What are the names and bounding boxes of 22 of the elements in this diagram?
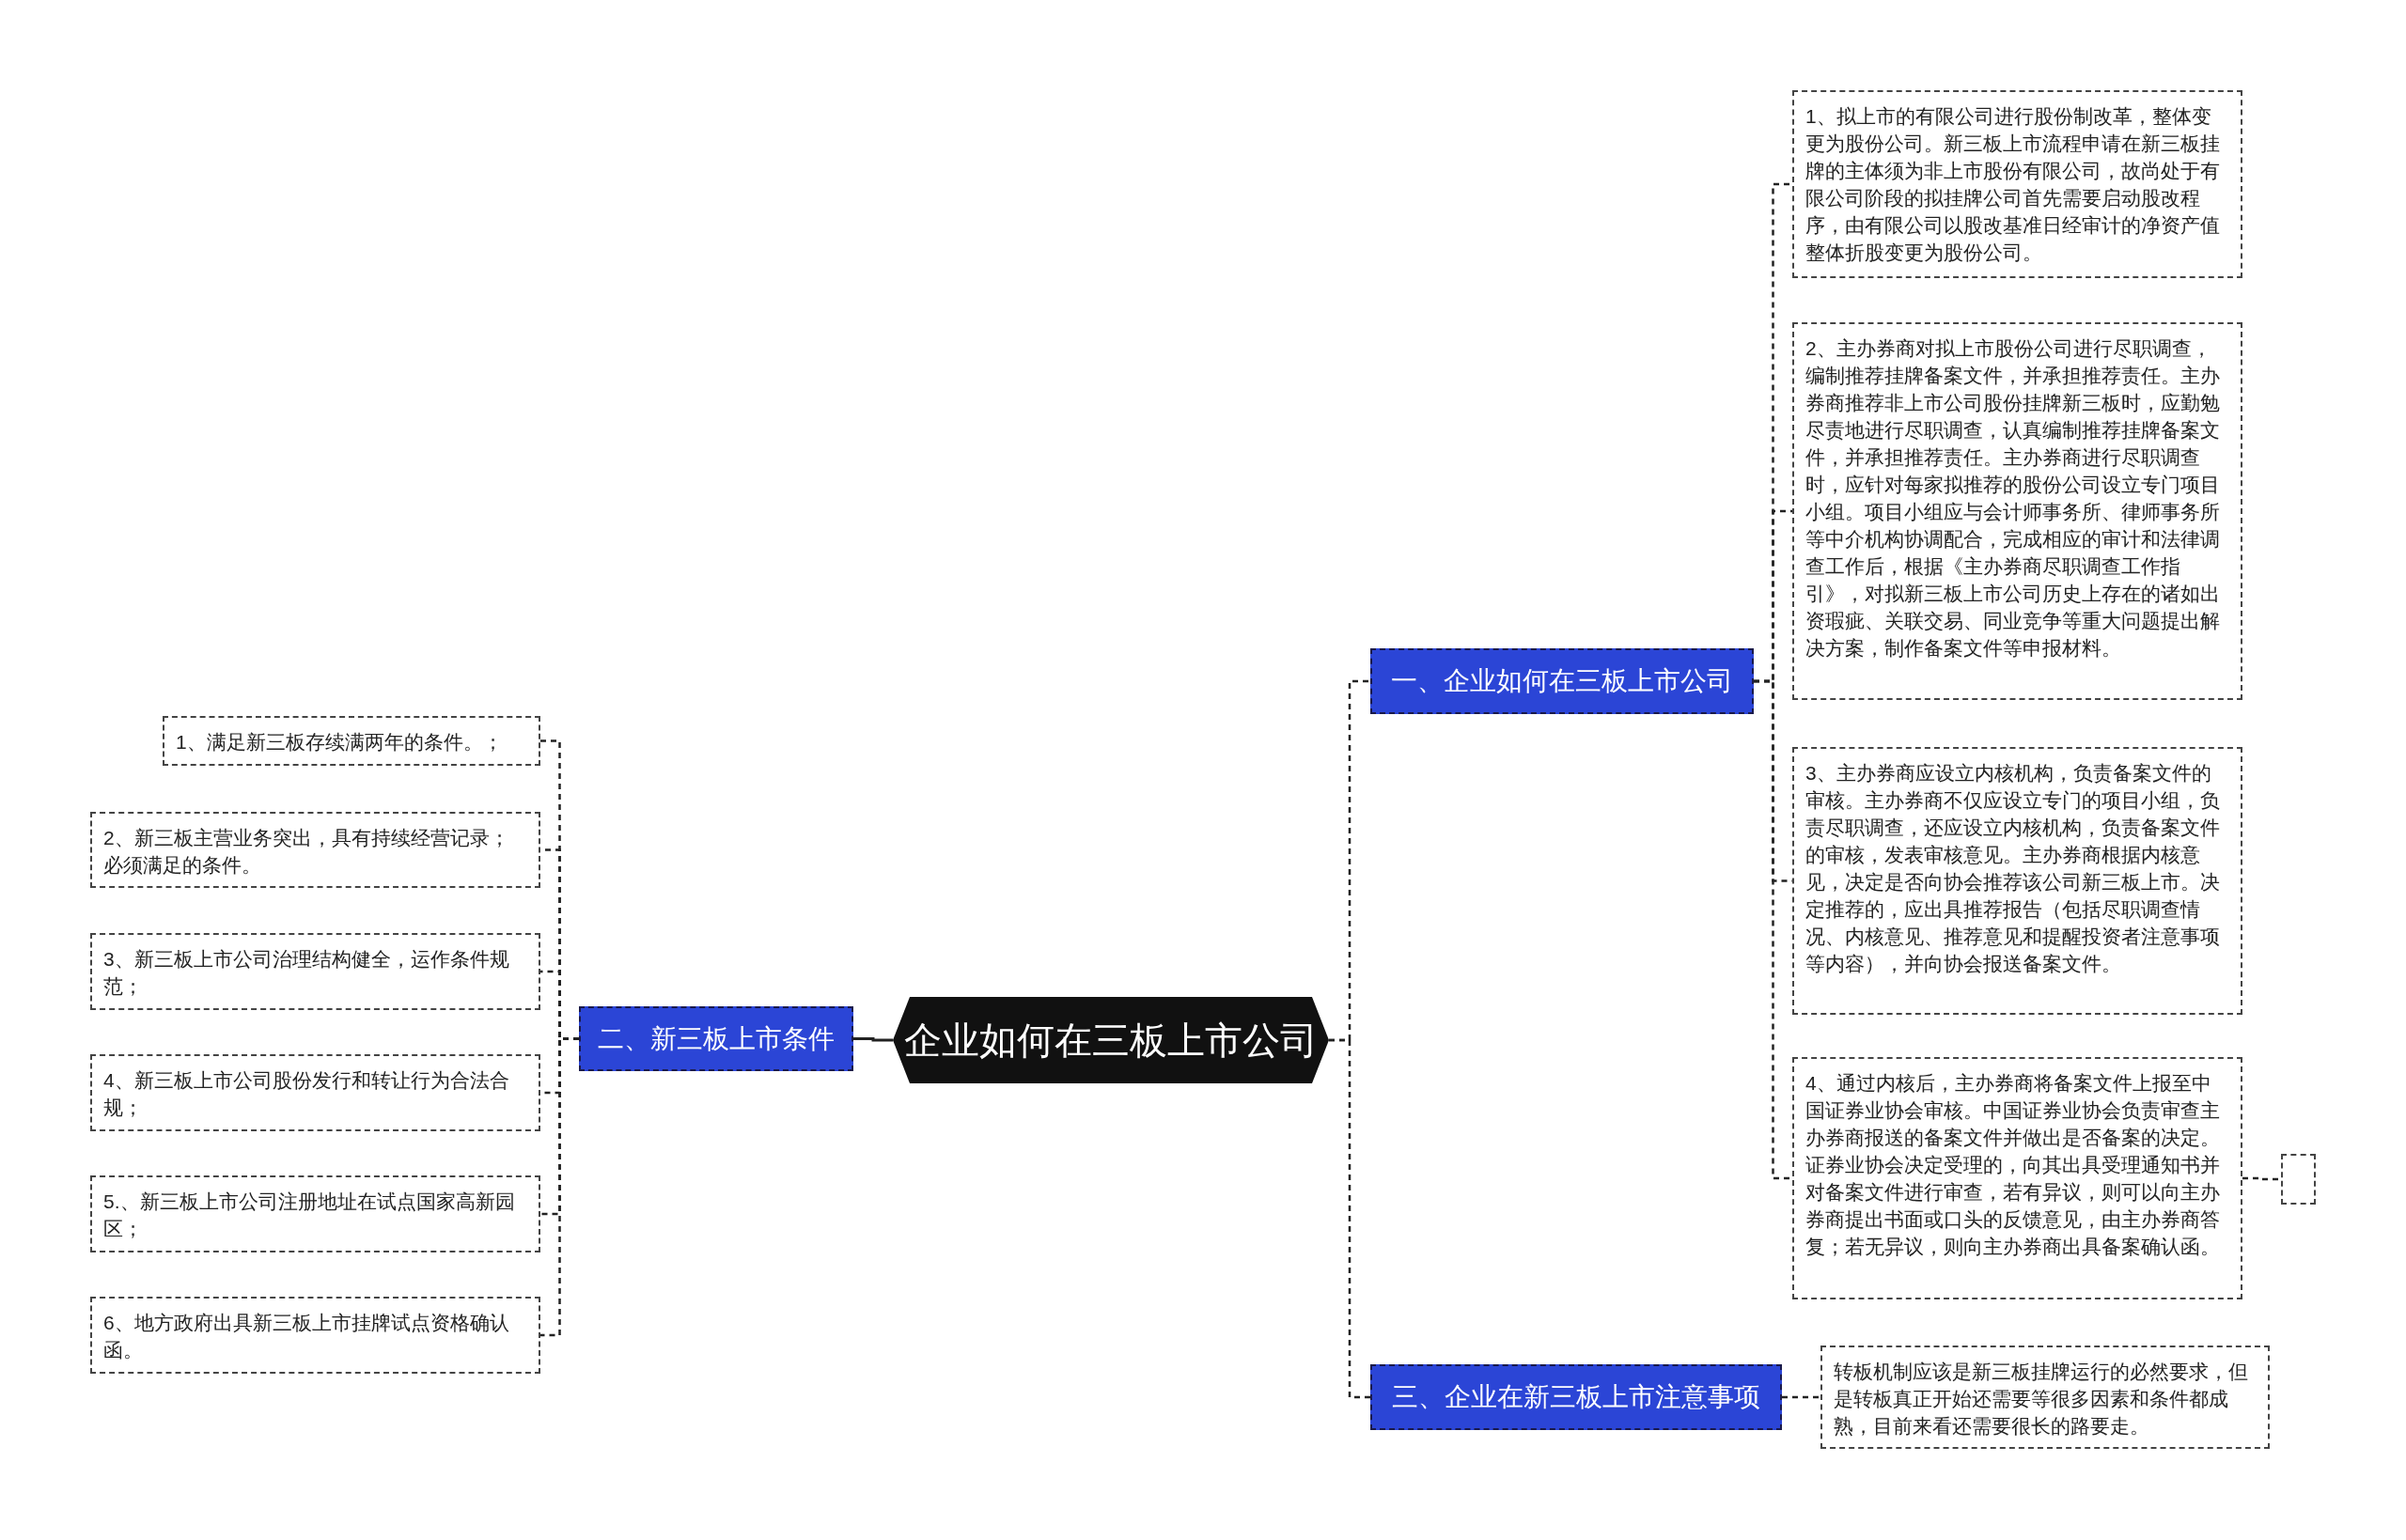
note-box: 1、满足新三板存续满两年的条件。； <box>163 716 540 766</box>
note-box: 4、通过内核后，主办券商将备案文件上报至中国证券业协会审核。中国证券业协会负责审查主办券商报送的备案文件并做出是否备案的决定。证券业协会决定受理的，向其出具受理通知书并对备案文件进行审查，若有异议，则可以向主办券商提出书面或口头的反馈意见，由主办券商答复；若无异议，则向主办券商出具备案确认函。 <box>1792 1057 2242 1299</box>
topic-box: 二、新三板上市条件 <box>579 1006 853 1071</box>
connector-line <box>1782 1395 1820 1399</box>
connector-line <box>2242 1176 2281 1181</box>
note-box: 1、拟上市的有限公司进行股份制改革，整体变更为股份公司。新三板上市流程申请在新三板挂牌的主体须为非上市股份有限公司，故尚处于有限公司阶段的拟挂牌公司首先需要启动股改程序，由有限公司以股改基准日经审计的净资产值整体折股变更为股份公司。 <box>1792 90 2242 278</box>
connector-line <box>853 1037 893 1042</box>
connector-line <box>1329 1038 1370 1399</box>
topic-box: 一、企业如何在三板上市公司 <box>1370 648 1754 714</box>
note-box: 转板机制应该是新三板挂牌运行的必然要求，但是转板真正开始还需要等很多因素和条件都成熟，目前来看还需要很长的路要走。 <box>1820 1346 2270 1449</box>
note-box: 2、新三板主营业务突出，具有持续经营记录；必须满足的条件。 <box>90 812 540 888</box>
note-box: 3、主办券商应设立内核机构，负责备案文件的审核。主办券商不仅应设立专门的项目小组，负责尽职调查，还应设立内核机构，负责备案文件的审核，发表审核意见。主办券商根据内核意见，决定是否向协会推荐该公司新三板上市。决定推荐的，应出具推荐报告（包括尽职调查情况、内核意见、推荐意见和提醒投资者注意事项等内容），并向协会报送备案文件。 <box>1792 747 2242 1015</box>
note-box: 2、主办券商对拟上市股份公司进行尽职调查，编制推荐挂牌备案文件，并承担推荐责任。主办券商推荐非上市公司股份挂牌新三板时，应勤勉尽责地进行尽职调查，认真编制推荐挂牌备案文件，并承担推荐责任。主办券商进行尽职调查时，应针对每家拟推荐的股份公司设立专门项目小组。项目小组应与会计师事务所、律师事务所等中介机构协调配合，完成相应的审计和法律调查工作后，根据《主办券商尽职调查工作指引》，对拟新三板上市公司历史上存在的诸如出资瑕疵、关联交易、同业竞争等重大问题提出解决方案，制作备案文件等申报材料。 <box>1792 322 2242 700</box>
topic-box: 三、企业在新三板上市注意事项 <box>1370 1364 1782 1430</box>
connector-line <box>1754 679 1792 1180</box>
note-box: 3、新三板上市公司治理结构健全，运作条件规范； <box>90 933 540 1010</box>
empty-box <box>2281 1154 2316 1205</box>
connector-line <box>540 1037 579 1337</box>
note-box: 5.、新三板上市公司注册地址在试点国家高新园区； <box>90 1175 540 1252</box>
note-box: 4、新三板上市公司股份发行和转让行为合法合规； <box>90 1054 540 1131</box>
central-topic-hexagon: 企业如何在三板上市公司 <box>893 997 1329 1083</box>
note-box: 6、地方政府出具新三板上市挂牌试点资格确认函。 <box>90 1297 540 1374</box>
